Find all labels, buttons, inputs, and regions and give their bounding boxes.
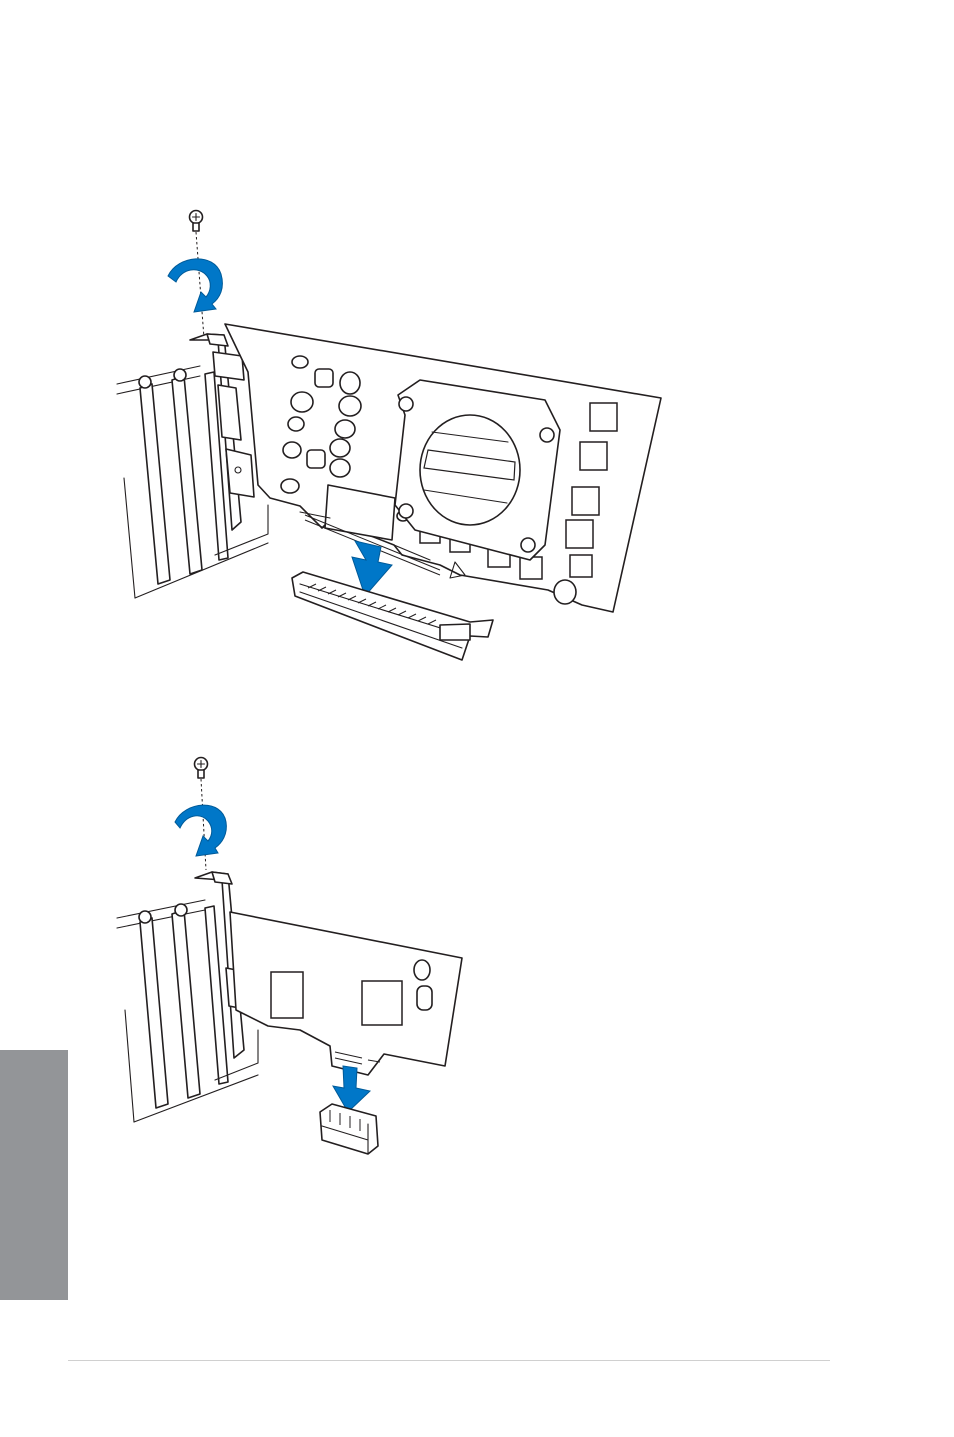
footer-rule — [68, 1360, 830, 1361]
screw-icon — [195, 758, 208, 779]
expansion-card — [230, 912, 462, 1075]
figure-pcie-x1-installation — [0, 0, 954, 1300]
screw-guide-line — [201, 779, 206, 870]
rotate-arrow-icon — [175, 805, 226, 856]
pcie-x1-slot — [320, 1104, 378, 1154]
